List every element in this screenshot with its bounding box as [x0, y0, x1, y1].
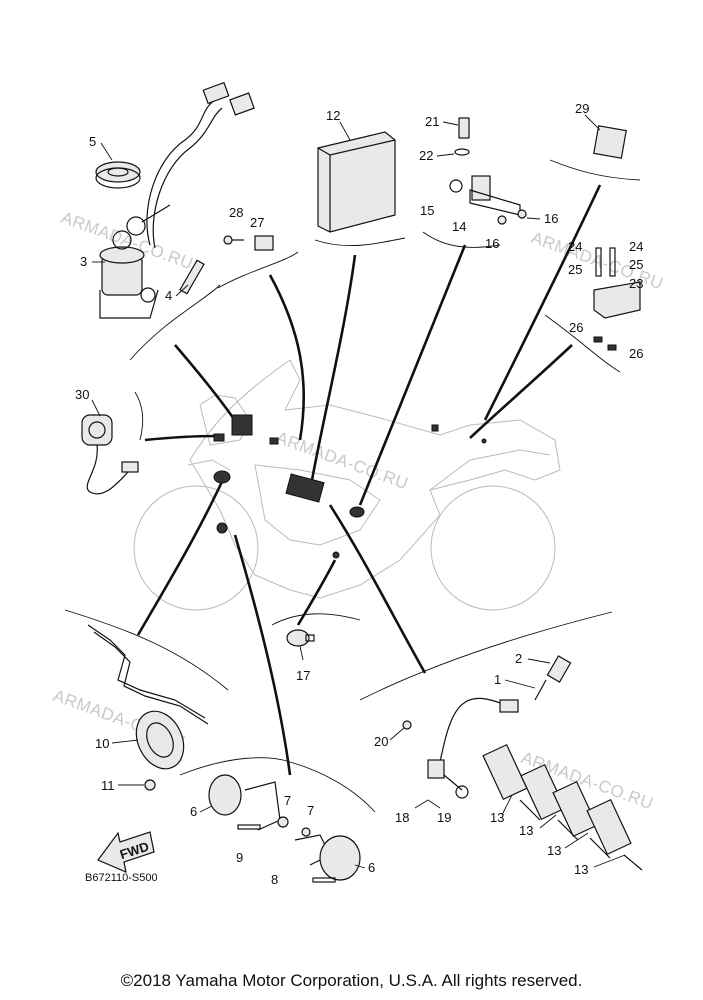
callout-5: 5 — [89, 134, 96, 149]
callout-6b: 6 — [368, 860, 375, 875]
callouts: 5 3 4 28 27 12 21 22 15 14 16 16 29 24 2… — [75, 101, 643, 887]
temp-sensor — [454, 117, 470, 156]
callout-7a: 7 — [284, 793, 291, 808]
cam-sensor — [449, 175, 527, 225]
callout-16b: 16 — [485, 236, 499, 251]
callout-30: 30 — [75, 387, 89, 402]
main-switch-assembly — [99, 81, 255, 319]
callout-13c: 13 — [547, 843, 561, 858]
callout-12: 12 — [326, 108, 340, 123]
callout-10: 10 — [95, 736, 109, 751]
panel-boundaries — [64, 159, 641, 813]
callout-9: 9 — [236, 850, 243, 865]
callout-13b: 13 — [519, 823, 533, 838]
pressure-sensor — [534, 655, 572, 701]
callout-26a: 26 — [569, 320, 583, 335]
callout-13d: 13 — [574, 862, 588, 877]
callout-15: 15 — [420, 203, 434, 218]
watermark-2: ARMADA-CO.RU — [529, 228, 666, 293]
callout-25b: 25 — [629, 257, 643, 272]
callout-21: 21 — [425, 114, 439, 129]
callout-1: 1 — [494, 672, 501, 687]
bolt-clamp — [223, 235, 274, 251]
callout-13a: 13 — [490, 810, 504, 825]
callout-24a: 24 — [568, 239, 582, 254]
leader-lines — [136, 184, 602, 776]
accessory-socket — [81, 414, 139, 495]
motorcycle-outline — [133, 359, 561, 611]
callout-6a: 6 — [190, 804, 197, 819]
ecu-unit — [317, 131, 396, 233]
relay — [593, 125, 627, 159]
callout-16a: 16 — [544, 211, 558, 226]
callout-26b: 26 — [629, 346, 643, 361]
callout-8: 8 — [271, 872, 278, 887]
o2-sensor — [402, 697, 519, 799]
callout-28: 28 — [229, 205, 243, 220]
callout-19: 19 — [437, 810, 451, 825]
reflectors — [208, 774, 361, 883]
forward-arrow: FWD — [97, 831, 155, 874]
neutral-switch — [286, 629, 315, 647]
callout-17: 17 — [296, 668, 310, 683]
diagram-code: B672110-S500 — [85, 872, 158, 884]
callout-25a: 25 — [568, 262, 582, 277]
callout-24b: 24 — [629, 239, 643, 254]
callout-29: 29 — [575, 101, 589, 116]
switch-cover — [95, 161, 141, 189]
callout-18: 18 — [395, 810, 409, 825]
callout-27: 27 — [250, 215, 264, 230]
horn — [135, 710, 185, 791]
callout-11: 11 — [101, 778, 115, 793]
callout-2: 2 — [515, 651, 522, 666]
callout-3: 3 — [80, 254, 87, 269]
ignition-coils — [482, 743, 643, 871]
callout-20: 20 — [374, 734, 388, 749]
callout-22: 22 — [419, 148, 433, 163]
mount-markers — [213, 414, 487, 559]
lean-sensor-bracket — [593, 247, 641, 351]
callout-7b: 7 — [307, 803, 314, 818]
callout-14: 14 — [452, 219, 466, 234]
callout-4: 4 — [165, 288, 172, 303]
horn-bracket — [87, 624, 209, 725]
copyright-notice: ©2018 Yamaha Motor Corporation, U.S.A. A… — [120, 971, 583, 990]
callout-23: 23 — [629, 276, 643, 291]
